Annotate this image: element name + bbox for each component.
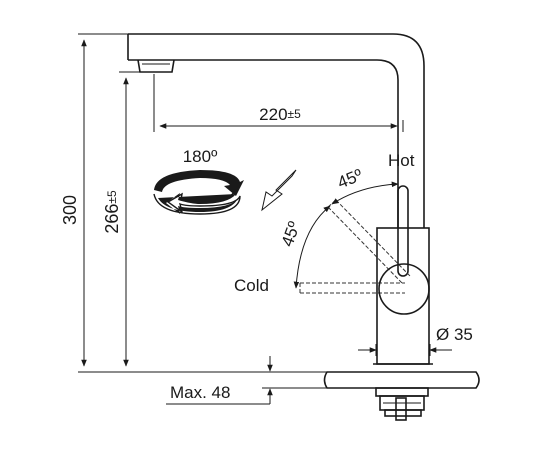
reach-tol: ±5 — [288, 107, 302, 121]
hot-label: Hot — [388, 151, 415, 170]
angle-hot-label: 45º — [335, 165, 365, 192]
height-spout-label: 266 — [102, 204, 122, 234]
height-total-label: 300 — [60, 195, 80, 225]
rotation-label: 180º — [183, 147, 218, 166]
faucet-outline — [127, 33, 433, 365]
dim-reach: 220±5 — [153, 74, 404, 132]
swivel-direction-arrow — [261, 169, 297, 212]
dim-spout-height: 266±5 — [102, 71, 140, 367]
angle-arcs: 45º 45º — [278, 165, 399, 289]
lever-hub — [378, 263, 430, 315]
rotation-symbol: 180º — [153, 147, 244, 215]
countertop — [323, 371, 480, 389]
diameter-label: Ø 35 — [436, 325, 473, 344]
cold-label: Cold — [234, 276, 269, 295]
dim-diameter: Ø 35 — [358, 325, 473, 356]
svg-text:220±5: 220±5 — [259, 105, 301, 124]
mounting-hardware — [375, 387, 429, 421]
svg-text:266±5: 266±5 — [102, 190, 122, 234]
height-spout-tol: ±5 — [105, 190, 119, 204]
max-thickness-label: Max. 48 — [170, 383, 230, 402]
reach-label: 220 — [259, 105, 287, 124]
dim-max-thickness: Max. 48 — [166, 356, 327, 405]
hot-lever — [397, 185, 409, 277]
angle-cold-label: 45º — [278, 219, 304, 249]
cold-lever-ghost — [299, 282, 405, 294]
